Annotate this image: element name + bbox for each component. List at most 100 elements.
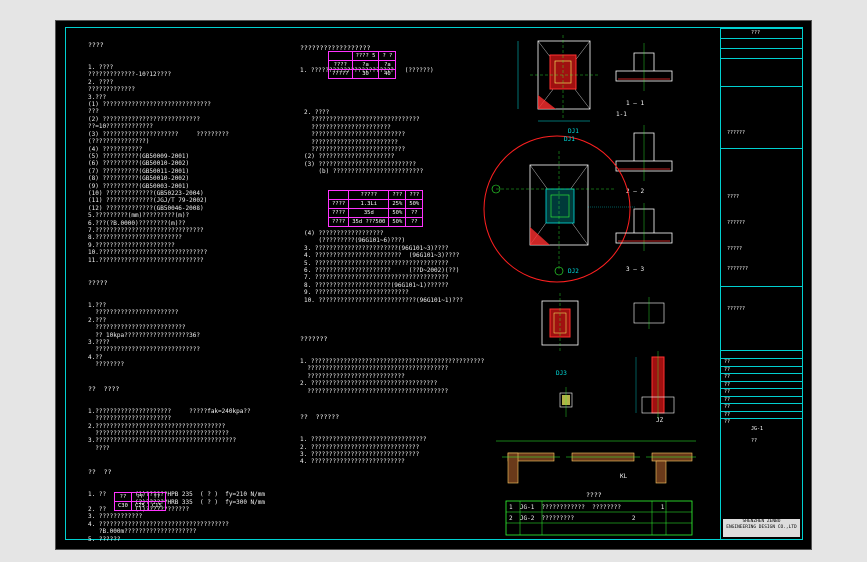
label-dj: DJ1 xyxy=(568,128,579,135)
tb-stamp-line-1 xyxy=(721,365,803,367)
general-item-17: (10) ?????????????(GB50223-2004) xyxy=(88,189,204,197)
found-item-2: 2.??? xyxy=(88,316,107,324)
section-1-1[interactable]: 1 — 1 xyxy=(615,43,673,107)
schedule-row-2: 2 JG-2 ????????? 2 xyxy=(509,515,636,522)
mid-items-a: 2. ???? ?????????????????????????????? ?… xyxy=(304,109,423,176)
found-item-5: 3.???? xyxy=(88,339,110,347)
footing-plan-top[interactable]: DJ1 xyxy=(517,35,600,135)
section-3-3[interactable]: 3 — 3 xyxy=(615,203,673,273)
cad-model-space[interactable]: ???? 1. ?????????????????-10?12????2. ??… xyxy=(55,20,812,550)
heading-other: ??????? xyxy=(300,334,328,343)
notes-left-column: ???? 1. ?????????????????-10?12????2. ??… xyxy=(88,27,265,549)
general-item-19: (12) ?????????????(GB50046-2008) xyxy=(88,204,204,212)
general-item-3: ????????????? xyxy=(88,86,135,94)
mid-b-item-0: (4) ?????????????????? xyxy=(304,230,384,237)
general-item-15: (8) ??????????(GB50010-2002) xyxy=(88,175,190,183)
mid-b-item-1: (?????????(96G101~6)???) xyxy=(304,237,406,245)
found-item-1: ??????????????????????? xyxy=(88,309,179,317)
general-item-1: ?????????????-10?12???? xyxy=(88,71,172,79)
beam-details-row[interactable] xyxy=(496,440,696,484)
heading-materials: ?? ?? xyxy=(88,467,112,476)
tb-stamp-0: ?? xyxy=(724,359,731,365)
detail-label-kl: KL xyxy=(620,473,628,480)
general-item-23: 8.???????????????????????? xyxy=(88,234,182,242)
general-item-8: ??=10????????????? xyxy=(88,123,154,131)
found-item-6: ????????????????????????????? xyxy=(88,346,200,354)
general-item-11: (4) ??????????? xyxy=(88,145,143,153)
mid-d-item-2: 3. ?????????????????????????????? xyxy=(300,450,420,458)
found-item-4: ?? 10kpa??????????????????36? xyxy=(88,331,200,339)
general-item-7: (2) ??????????????????????????? xyxy=(88,115,200,123)
footing-plan-dj3[interactable]: DJ3 xyxy=(541,293,579,377)
general-item-0: 1. ???? xyxy=(88,64,114,72)
mid-a-item-5: ?????????????????????????? xyxy=(304,146,406,154)
svg-text:2 — 2: 2 — 2 xyxy=(626,188,644,195)
tb-stamp-3: ?? xyxy=(724,381,731,388)
tb-stamp-7: ?? xyxy=(724,411,731,418)
tb-stamp-line-3 xyxy=(721,380,803,382)
steel-item-5: ???? xyxy=(88,444,110,452)
section-2-2[interactable]: 2 — 2 xyxy=(615,125,673,195)
mid-c-item-3: 2. ??????????????????????????????????? xyxy=(300,380,438,388)
general-item-18: (11) ?????????????(JGJ/T 79-2002) xyxy=(88,197,208,205)
steel-item-4: 3.??????????????????????????????????????… xyxy=(88,437,237,445)
mid-b-item-6: 7. ????????????????????????????????????? xyxy=(304,274,449,282)
mid-b-item-2: 3. ???????????????????????(96G101~3)???? xyxy=(304,244,449,252)
mid-b-item-4: 5. ????????????????????????????????????? xyxy=(304,259,449,267)
mid-a-item-3: ?????????????????????????? xyxy=(304,131,406,139)
mid-a-item-1: ?????????????????????????????? xyxy=(304,116,420,124)
t2-r2-1: 35d ???500 xyxy=(348,217,390,227)
steel-item-1: ????????????????????? xyxy=(88,415,172,423)
tb-field-4: ??????? xyxy=(727,266,749,272)
section-label-1: 1-1 xyxy=(616,111,627,118)
tb-stamp-line-6 xyxy=(721,403,803,404)
tb-scale: ?? xyxy=(751,438,758,444)
general-notes-list: 1. ?????????????????-10?12????2. ???????… xyxy=(88,64,265,264)
mid-b-item-5: 6. ????????????????????? (??D~2002)(??) xyxy=(304,267,460,275)
general-item-25: 10.?????????????????????????????? xyxy=(88,249,208,257)
beam-section-small[interactable] xyxy=(559,387,573,417)
tb-project: ??? xyxy=(751,30,761,36)
tb-field-3: ????? xyxy=(727,246,743,252)
tb-stamp-line-4 xyxy=(721,388,803,389)
tb-field-0: ?????? xyxy=(727,130,746,136)
found-item-3: ????????????????????????? xyxy=(88,324,186,332)
bt-val-2: C15 xyxy=(147,501,166,511)
mid-b-item-9: 10. ???????????????????????????(96G101~1… xyxy=(304,296,463,304)
mid-d-item-3: 4. ?????????????????????????? xyxy=(300,458,405,466)
tb-stamp-line-7 xyxy=(721,410,803,412)
detail-circle[interactable]: DJ1 DJ2 xyxy=(483,135,636,283)
steel-notes-list: 1.????????????????????? ?????fak=240kpa?… xyxy=(88,408,265,452)
general-item-16: (9) ??????????(GB50003-2001) xyxy=(88,182,190,190)
tb-stamp-line-5 xyxy=(721,395,803,397)
tb-stamp-2: ?? xyxy=(724,374,731,380)
detail-label-jz: JZ xyxy=(656,417,664,424)
found-item-7: 4.?? xyxy=(88,353,103,361)
tb-drawing-no: JG-1 xyxy=(751,426,764,432)
foundation-notes-list: 1.??? ???????????????????????2.??? ?????… xyxy=(88,302,265,369)
label-dj2: DJ2 xyxy=(568,268,579,275)
svg-text:3 — 3: 3 — 3 xyxy=(626,266,644,273)
general-item-12: (5) ??????????(GB50009-2001) xyxy=(88,152,190,160)
section-small[interactable] xyxy=(633,297,665,329)
drawing-schedule[interactable] xyxy=(505,500,693,536)
tb-field-2: ?????? xyxy=(727,220,746,226)
mat-item-6: 5. ?????? xyxy=(88,535,121,543)
column-section[interactable] xyxy=(635,351,675,419)
general-item-21: 6.???(?B.0000)????????(m)?? xyxy=(88,219,186,227)
heading-note: ?? ?????? xyxy=(300,412,340,421)
t2-r2-0: ???? xyxy=(327,217,350,227)
title-block[interactable]: ??? ?????? ???? ?????? ????? ??????? ???… xyxy=(720,28,803,539)
steel-item-3: ????????????????????????????????????? xyxy=(88,429,229,437)
mid-items-c: ??????? 1. ?????????????????????????????… xyxy=(300,321,484,481)
general-item-14: (7) ??????????(GB50011-2001) xyxy=(88,167,190,175)
heading-steel: ?? ???? xyxy=(88,384,120,393)
heading-foundation: ????? xyxy=(88,278,108,287)
mid-a-item-6: (2) ????????????????????? xyxy=(304,153,395,161)
mid-b-item-7: 8. ?????????????????????(96G101~1)?????? xyxy=(304,281,449,289)
mid-a-item-7: (3) ??????????????????????????? xyxy=(304,160,416,168)
mid-c-item-0: 1. ?????????????????????????????????????… xyxy=(300,358,485,366)
general-item-9: (3) ????????????????????? ????????? xyxy=(88,130,229,138)
tb-stamp-1: ?? xyxy=(724,366,731,373)
